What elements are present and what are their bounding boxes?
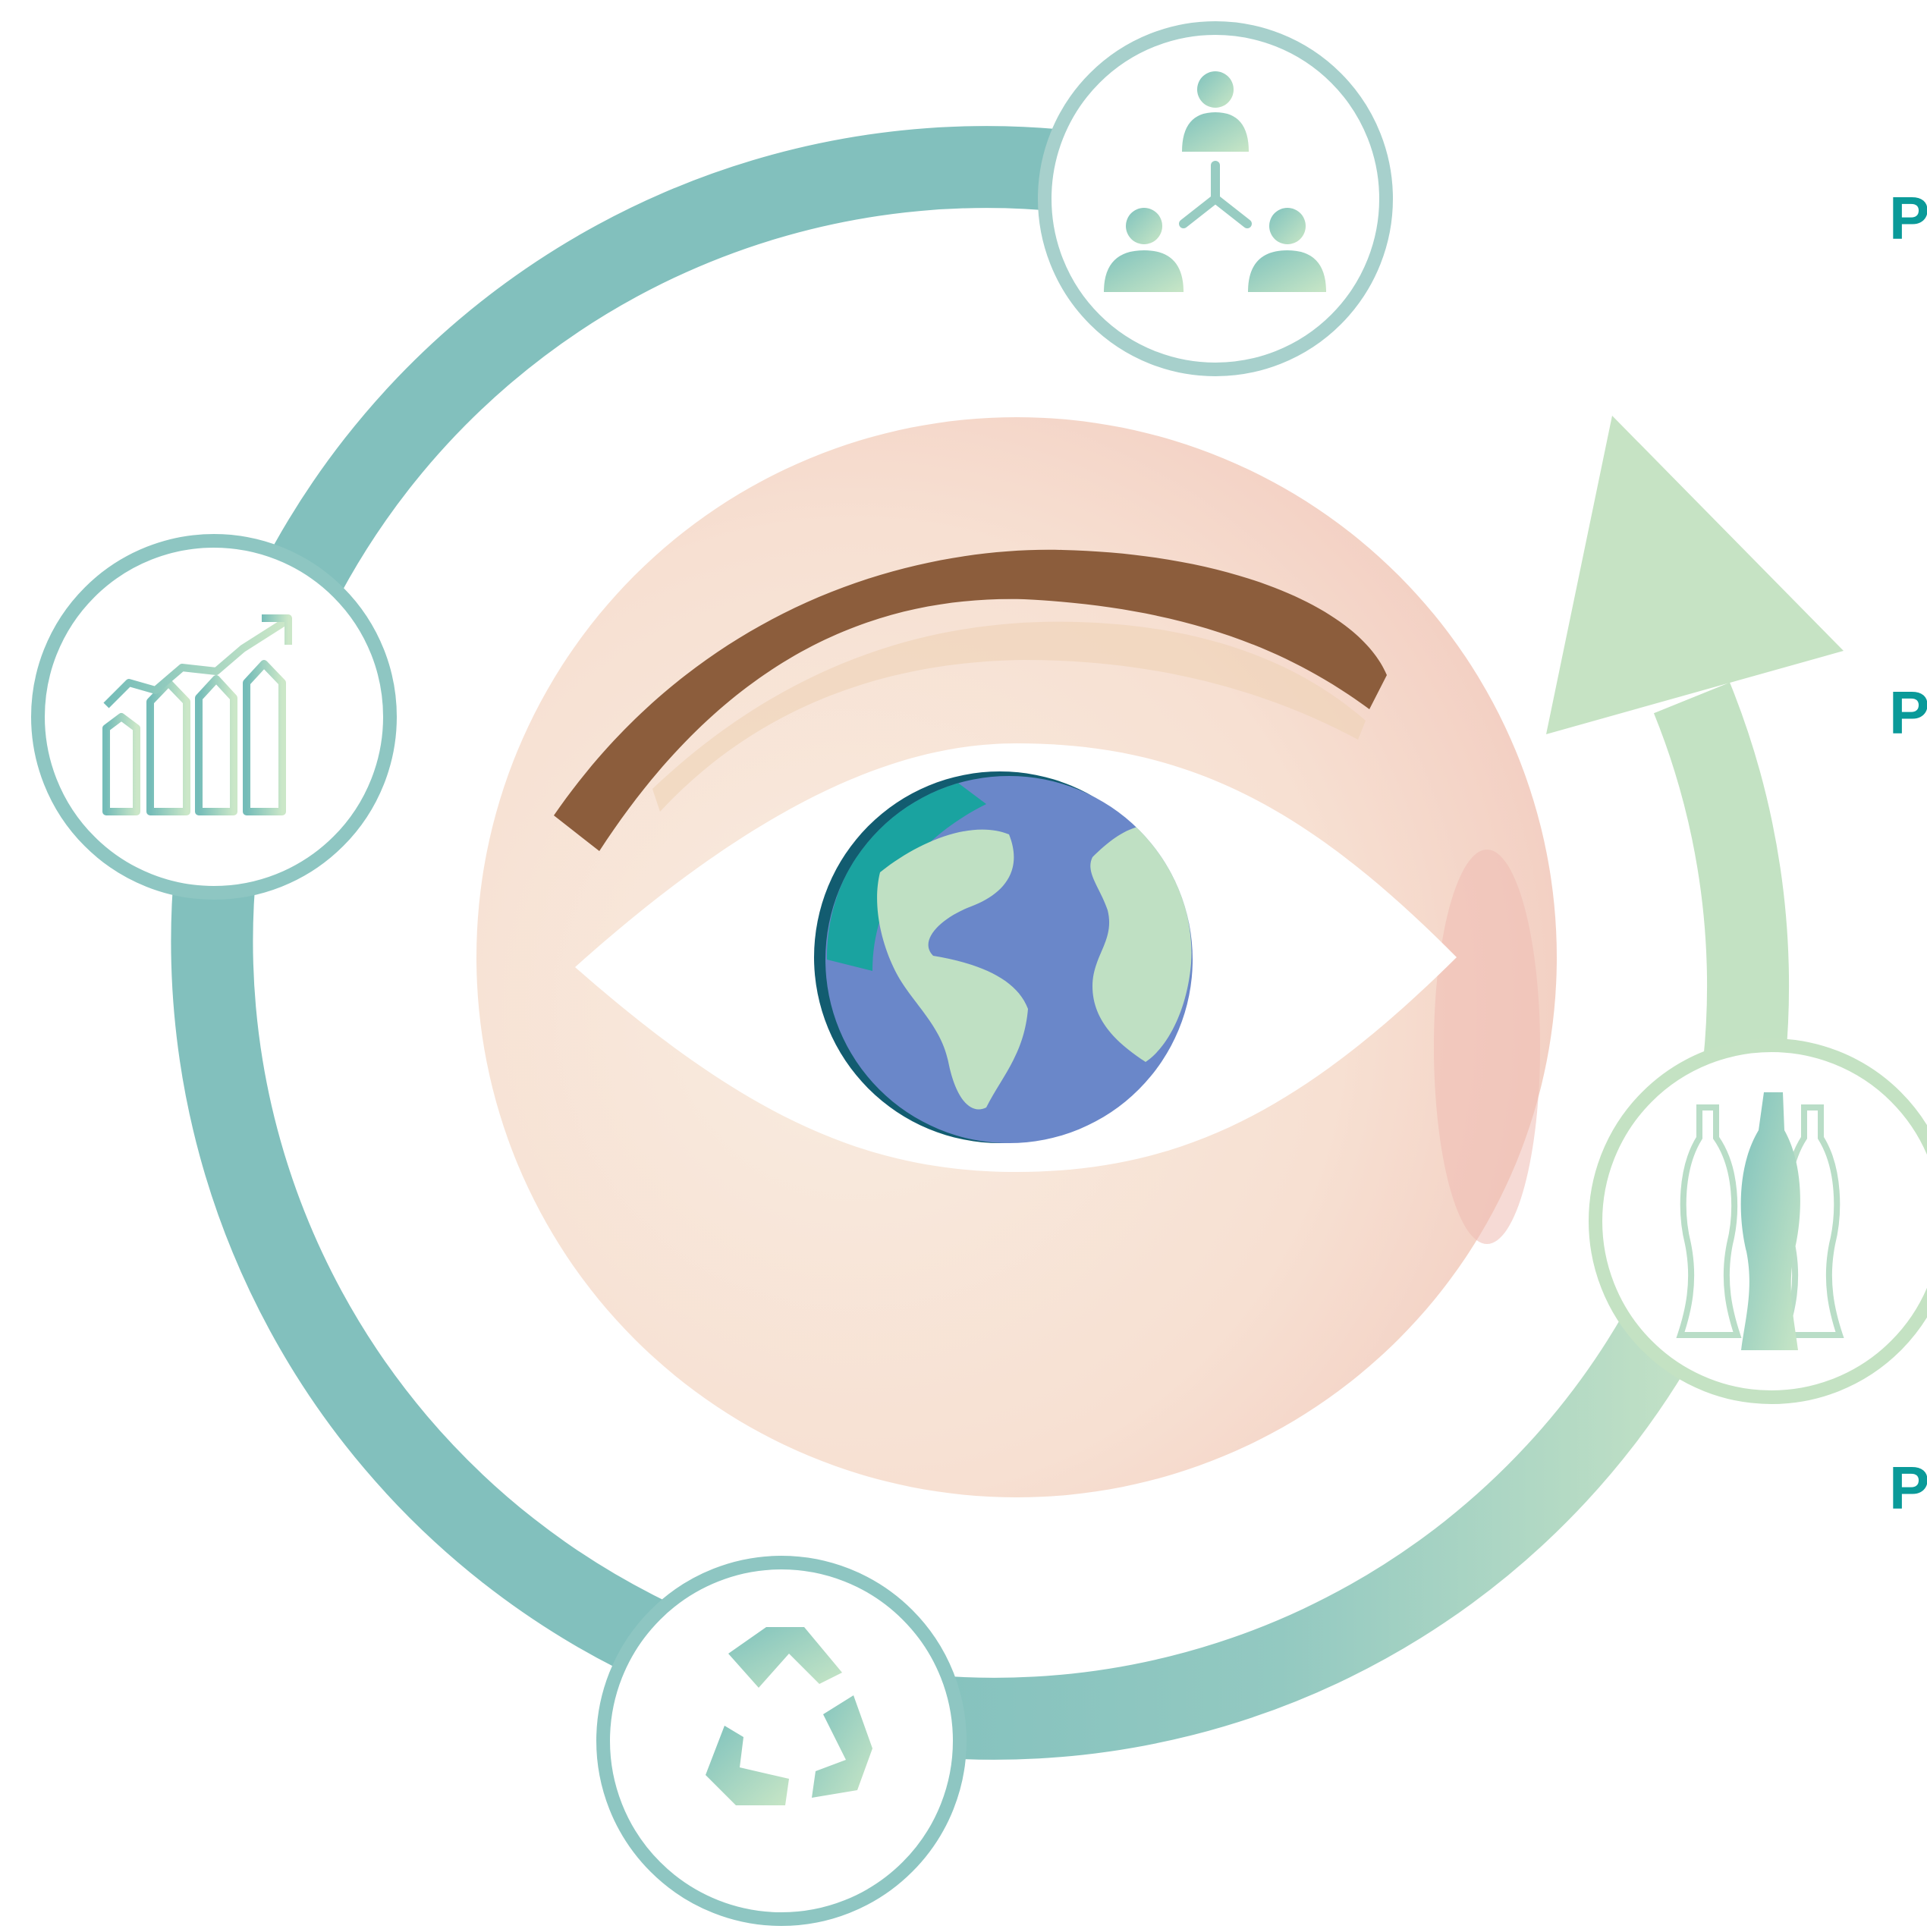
side-label-top: P [1889, 184, 1927, 252]
side-label-bottom: P [1889, 1454, 1927, 1522]
bottles-icon [1589, 1038, 1927, 1404]
eye-globe-icon [476, 417, 1557, 1497]
side-label-middle: P [1889, 679, 1927, 746]
recycle-icon [596, 1556, 967, 1926]
network-people-icon [1038, 21, 1393, 376]
growth-bar-chart-icon [31, 534, 397, 900]
cycle-arrow-head [1546, 416, 1844, 734]
